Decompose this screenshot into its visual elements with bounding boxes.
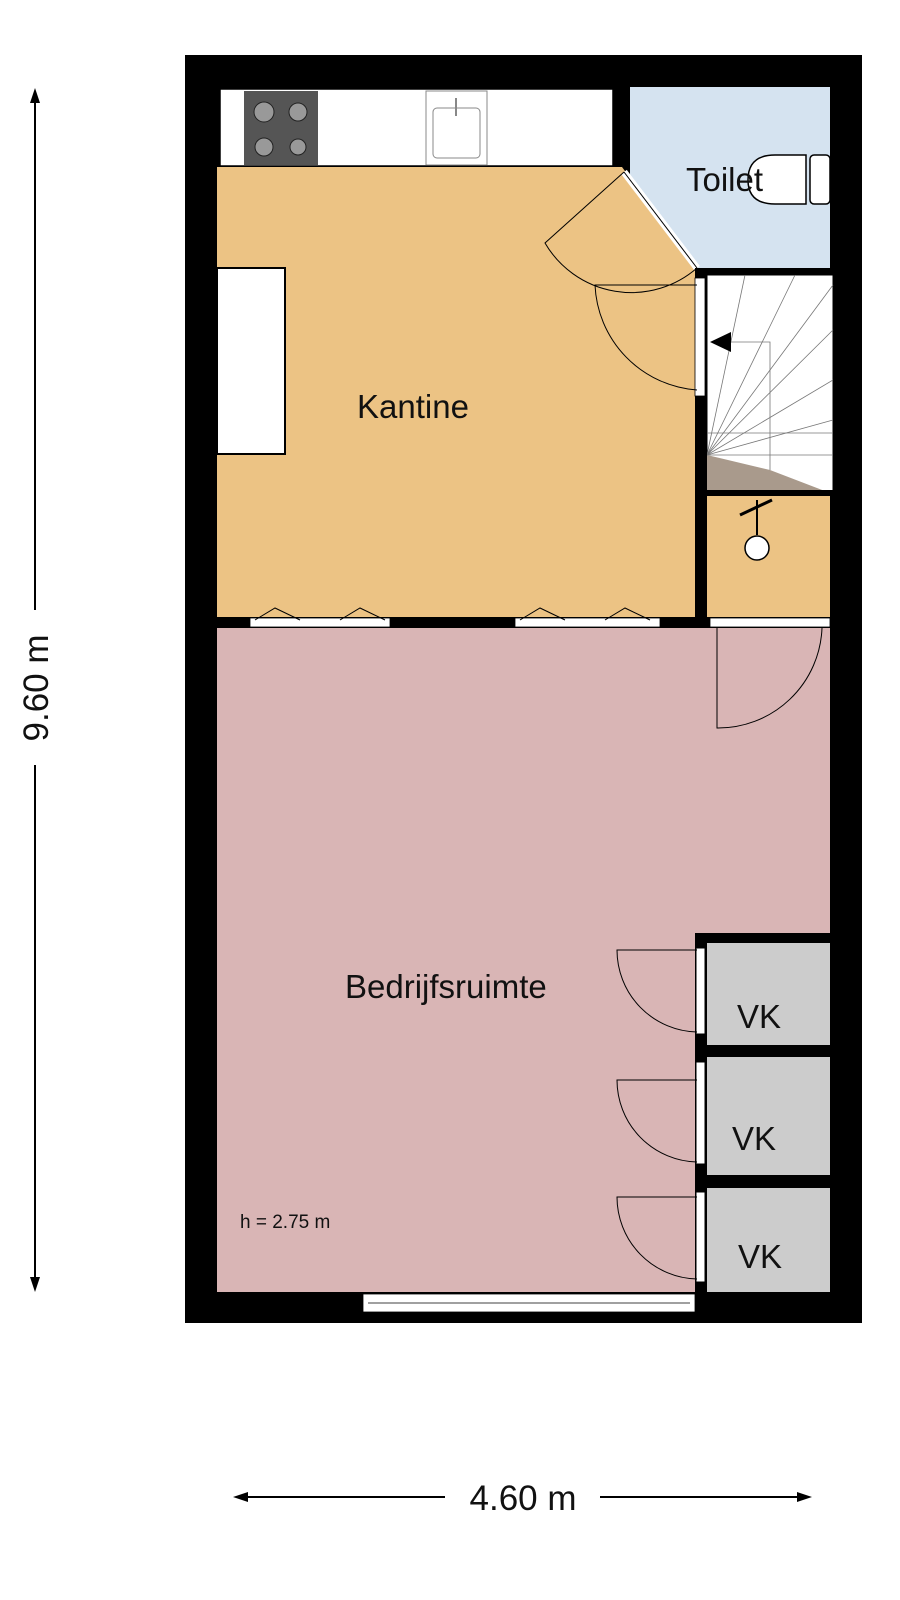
toilet-bowl-icon — [747, 154, 831, 205]
label-vk-3: VK — [738, 1238, 782, 1275]
label-toilet: Toilet — [686, 161, 763, 198]
fridge — [216, 267, 286, 455]
room-utility — [707, 496, 830, 617]
door-swing — [594, 284, 698, 391]
door-swing — [716, 627, 823, 729]
locker-doors — [616, 947, 706, 1283]
dimension-horizontal-label: 4.60 m — [470, 1479, 577, 1518]
room-vk-3 — [707, 1188, 830, 1292]
room-kantine — [217, 167, 697, 617]
boiler-icon — [739, 498, 773, 561]
stove-burners-icon — [253, 101, 308, 157]
stair-treads — [706, 274, 834, 470]
dimension-vertical-label: 9.60 m — [17, 635, 56, 742]
stove — [244, 91, 318, 165]
label-vk-2: VK — [732, 1120, 776, 1157]
bifold-doors — [249, 607, 831, 628]
label-kantine: Kantine — [357, 388, 469, 425]
stair-landing — [707, 455, 830, 493]
stair-arrow-icon — [710, 332, 731, 352]
height-note: h = 2.75 m — [240, 1212, 330, 1233]
vertical-dimension: 9.60 m — [17, 88, 56, 1292]
door-frame — [694, 277, 706, 397]
label-bedrijfsruimte: Bedrijfsruimte — [345, 968, 547, 1005]
room-vk-1 — [707, 943, 830, 1045]
horizontal-dimension: 4.60 m — [233, 1479, 812, 1518]
label-vk-1: VK — [737, 998, 781, 1035]
room-vk-2 — [707, 1057, 830, 1175]
door-swing — [544, 171, 698, 294]
room-toilet — [630, 87, 830, 268]
